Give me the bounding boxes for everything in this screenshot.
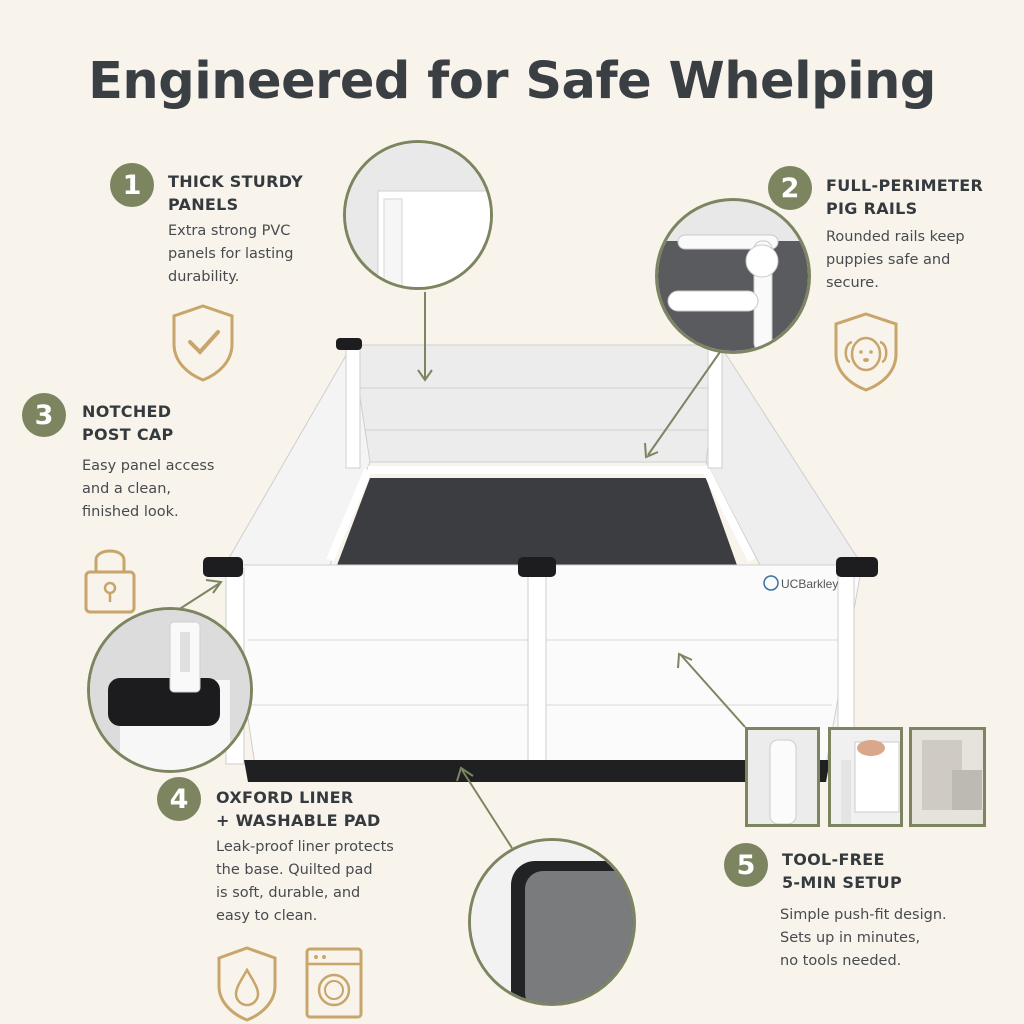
feature-2-description: Rounded rails keep puppies safe and secu… bbox=[826, 229, 965, 291]
feature-5-title: TOOL-FREE 5-MIN SETUP bbox=[782, 850, 902, 892]
feature-1-title: THICK STURDY PANELS bbox=[168, 172, 304, 214]
setup-thumbnail-frame bbox=[909, 727, 986, 827]
feature-1-description: Extra strong PVC panels for lasting dura… bbox=[168, 223, 294, 285]
panel-closeup bbox=[343, 140, 493, 290]
post-cap-closeup bbox=[87, 607, 253, 773]
feature-2-title: FULL-PERIMETER PIG RAILS bbox=[826, 176, 984, 218]
feature-4-title: OXFORD LINER + WASHABLE PAD bbox=[216, 788, 381, 830]
feature-3-badge: 3 bbox=[22, 393, 66, 437]
page-title: Engineered for Safe Whelping bbox=[88, 52, 936, 111]
feature-4-badge: 4 bbox=[157, 777, 201, 821]
setup-thumbnail-post bbox=[745, 727, 820, 827]
feature-1-badge: 1 bbox=[110, 163, 154, 207]
brand-logo: UCBarkley bbox=[781, 577, 838, 591]
padlock-icon bbox=[84, 549, 136, 614]
water-drop-shield-icon bbox=[217, 946, 277, 1022]
washing-machine-icon bbox=[305, 947, 363, 1019]
feature-5-description: Simple push-fit design. Sets up in minut… bbox=[780, 907, 947, 969]
setup-thumbnail-insert bbox=[828, 727, 903, 827]
feature-3-title: NOTCHED POST CAP bbox=[82, 402, 174, 444]
shield-check-icon bbox=[172, 304, 234, 382]
feature-3-description: Easy panel access and a clean, finished … bbox=[82, 458, 215, 520]
pig-rail-closeup bbox=[655, 198, 811, 354]
feature-4-description: Leak-proof liner protects the base. Quil… bbox=[216, 839, 394, 924]
dog-shield-icon bbox=[834, 312, 898, 392]
feature-2-badge: 2 bbox=[768, 166, 812, 210]
feature-5-badge: 5 bbox=[724, 843, 768, 887]
liner-pad-closeup bbox=[468, 838, 636, 1006]
